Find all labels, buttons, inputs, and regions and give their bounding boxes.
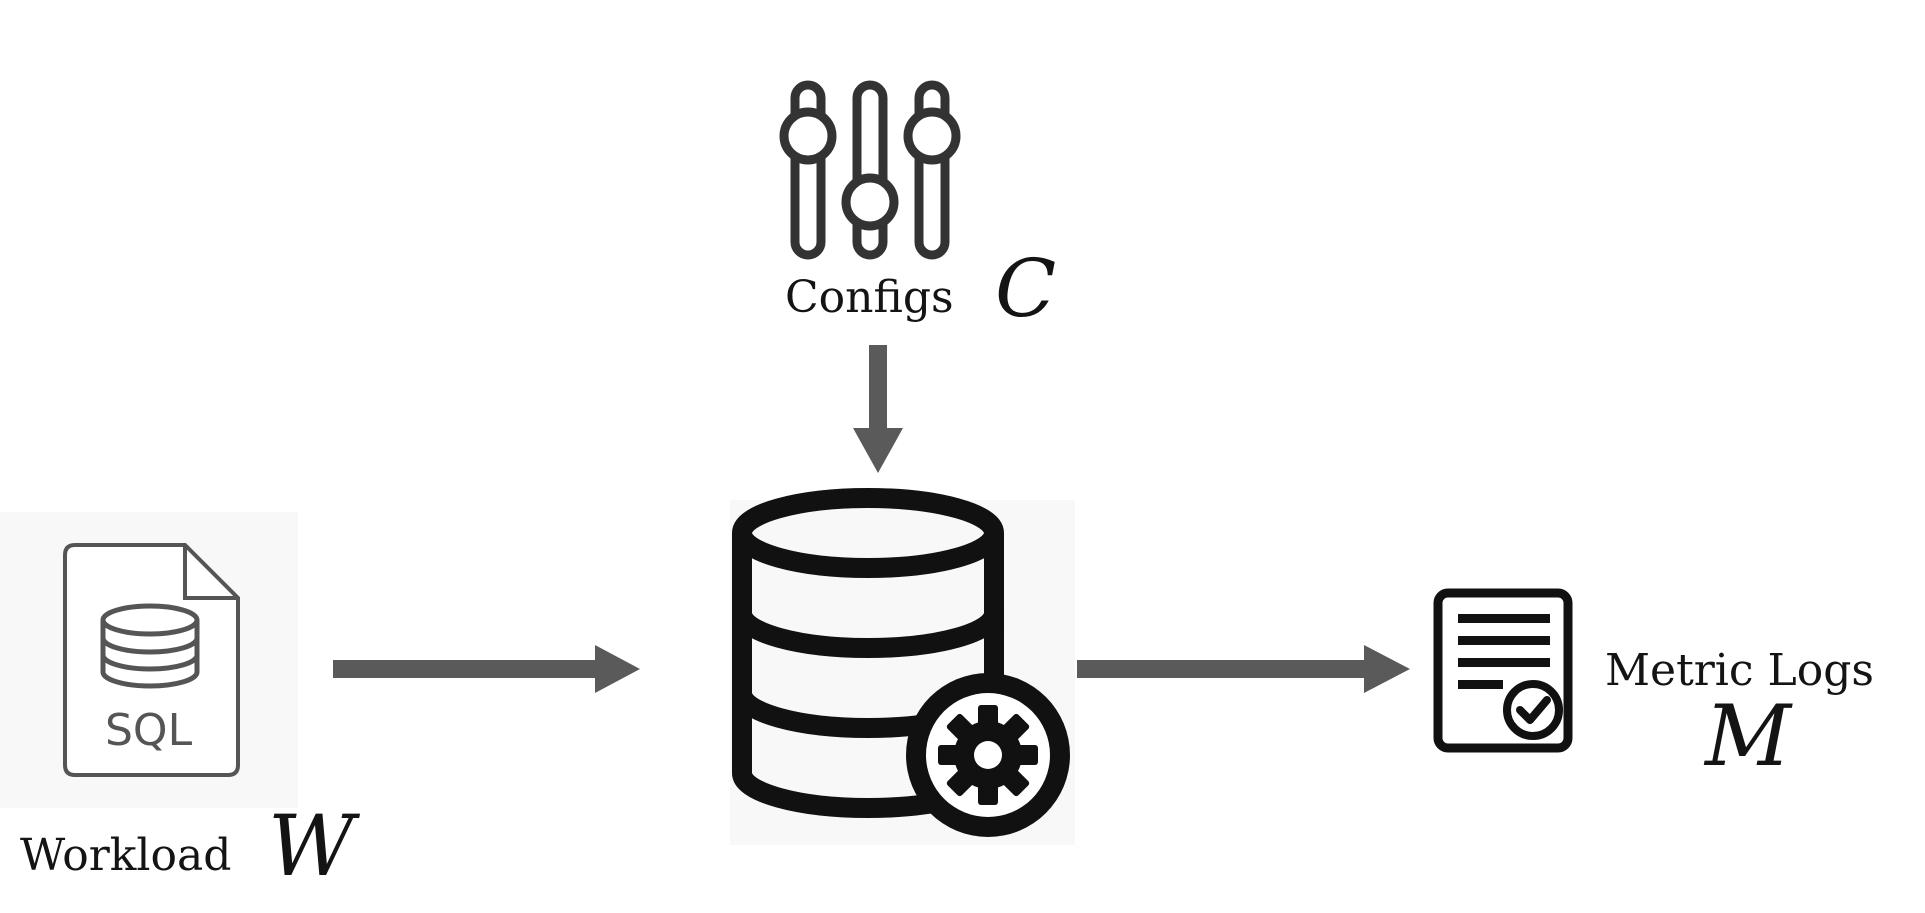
sql-file-icon: SQL [63,543,240,777]
checkmark-icon [1503,680,1563,740]
metric-logs-label: Metric Logs [1605,645,1874,696]
arrow-database-to-metric-logs [1077,645,1410,693]
sql-file-text: SQL [105,705,193,756]
configs-label: Configs [785,272,954,323]
arrow-configs-to-database [853,345,903,473]
workload-symbol: W [268,797,361,895]
report-check-icon [1433,588,1573,753]
configs-symbol: C [995,242,1056,335]
metric-logs-symbol: M [1703,687,1793,785]
sql-database-glyph [100,603,200,689]
sliders-icon [779,80,961,260]
database-gear-icon [732,488,1070,837]
workload-label: Workload [20,830,231,881]
arrow-workload-to-database [333,645,640,693]
